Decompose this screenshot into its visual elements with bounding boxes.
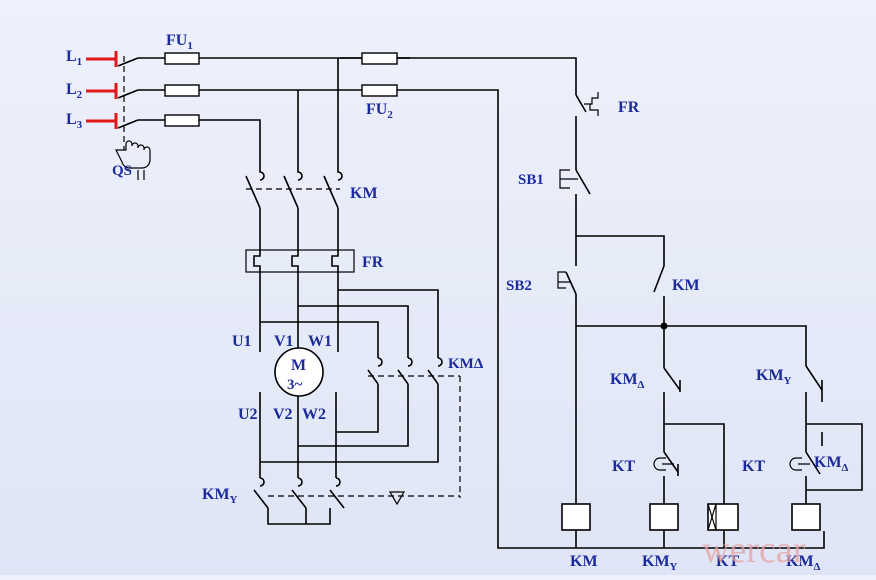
motor-supply-wires xyxy=(259,272,439,358)
fu2-label: FU2 xyxy=(366,101,393,121)
km-delta-ctrl-label: KMΔ xyxy=(610,371,645,391)
terminal-u2: U2 xyxy=(238,406,258,423)
km-y-power-label: KMY xyxy=(202,486,238,506)
fu1-label: FU1 xyxy=(166,32,193,52)
sb1-label: SB1 xyxy=(518,172,544,188)
km-main-contacts xyxy=(245,168,343,250)
terminal-w2: W2 xyxy=(302,406,326,423)
fr-thermal-relay xyxy=(245,249,355,273)
phase-l3-label: L3 xyxy=(66,111,83,131)
sb2-start-button xyxy=(557,235,665,548)
km-hold-contact xyxy=(653,265,665,326)
km-y-power-contacts xyxy=(253,477,460,525)
motor-output-wires xyxy=(259,384,439,478)
coil-kmy-label: KMY xyxy=(642,553,678,573)
control-fr-contact xyxy=(575,92,599,170)
km-delta-power-label: KMΔ xyxy=(448,356,484,372)
coils xyxy=(561,503,821,548)
fr-ctrl-label: FR xyxy=(618,99,640,116)
fr-main-label: FR xyxy=(362,254,384,271)
km-y-ctrl-label: KMY xyxy=(756,367,792,387)
km-delta-inter-label: KMΔ xyxy=(814,454,849,474)
fuses-fu2 xyxy=(361,52,398,97)
coil-kt-label: KT xyxy=(716,553,739,570)
kt-timed-contact-left xyxy=(653,451,679,504)
kt-right-label: KT xyxy=(742,458,765,475)
kt-left-label: KT xyxy=(612,458,635,475)
phase-l2-label: L2 xyxy=(66,81,83,101)
watermark: wercar xyxy=(702,529,806,571)
qs-label: QS xyxy=(112,163,132,179)
supply-wires xyxy=(138,57,825,549)
motor xyxy=(274,347,324,397)
phase-markers xyxy=(86,51,118,129)
terminal-v2: V2 xyxy=(273,406,293,423)
km-delta-power-contacts xyxy=(367,357,461,498)
motor-phase: 3~ xyxy=(287,377,303,393)
terminal-v1: V1 xyxy=(274,333,294,350)
km-main-label: KM xyxy=(350,185,378,202)
fuses-fu1 xyxy=(164,52,200,127)
phase-l1-label: L1 xyxy=(66,48,82,68)
terminal-u1: U1 xyxy=(232,333,252,350)
qs-isolator-switch xyxy=(117,56,139,150)
sb1-stop-button xyxy=(559,169,591,266)
coil-kmd-label: KMΔ xyxy=(786,553,821,573)
km-y-nc-contact xyxy=(805,365,863,491)
coil-km-label: KM xyxy=(570,553,598,570)
km-hold-label: KM xyxy=(672,277,700,294)
control-bus xyxy=(576,322,807,368)
sb2-label: SB2 xyxy=(506,278,532,294)
motor-letter: M xyxy=(291,357,306,374)
hand-operator-icon xyxy=(115,140,151,180)
kt-timed-contact-right xyxy=(789,451,821,504)
km-delta-nc-contact xyxy=(663,367,725,504)
terminal-w1: W1 xyxy=(308,333,332,350)
